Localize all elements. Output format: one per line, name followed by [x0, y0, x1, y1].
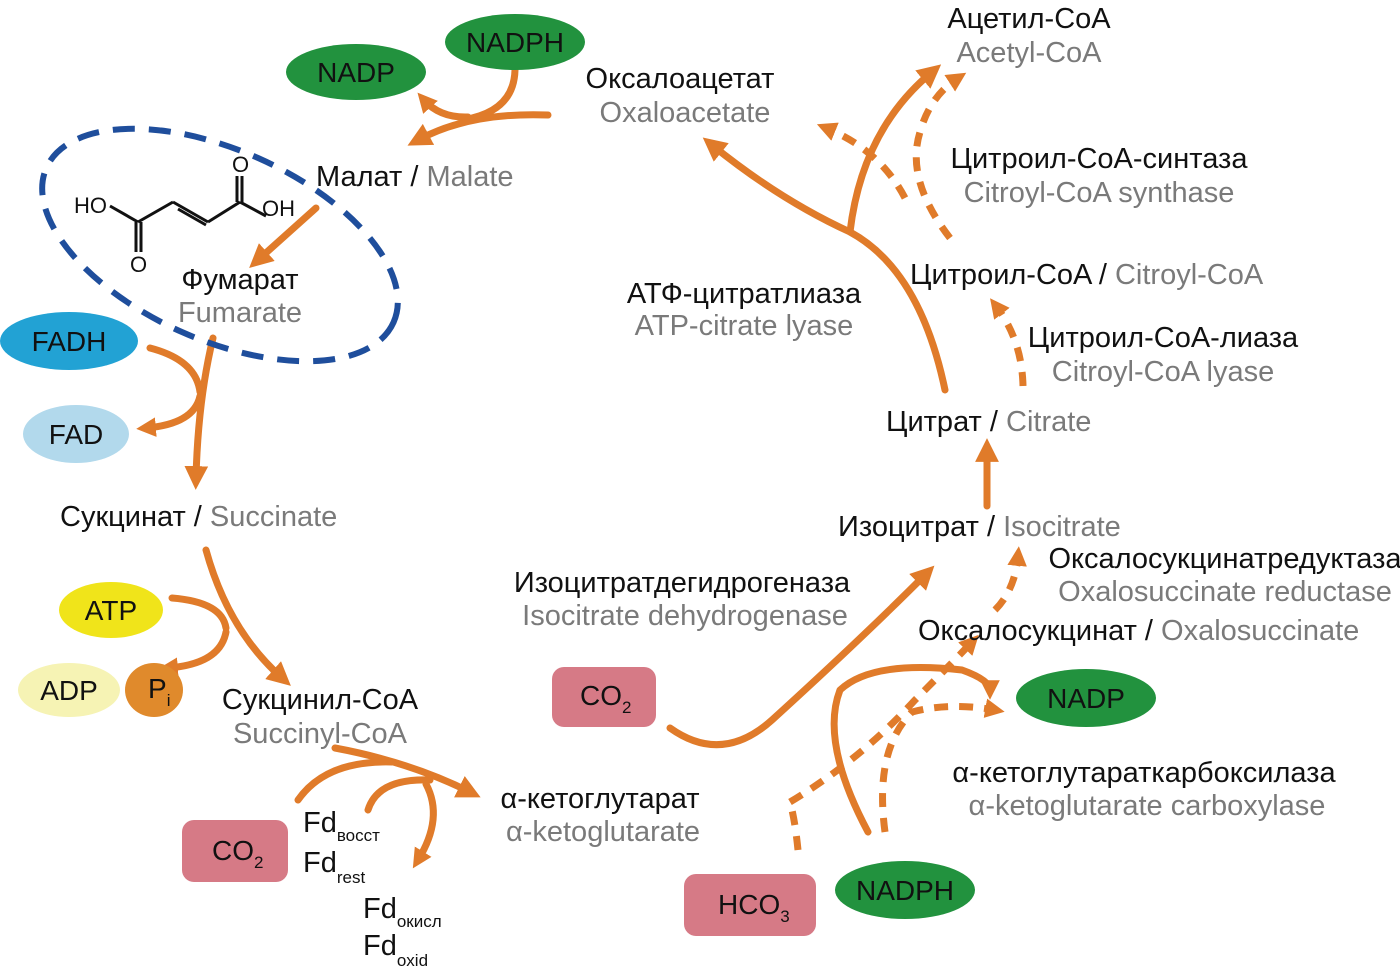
arrow-adp-out: [158, 628, 230, 678]
dashed-arrow-nadph-in-carboxylase: [879, 698, 1005, 833]
svg-text:HCO3: HCO3: [718, 889, 790, 926]
svg-text:ADP: ADP: [40, 675, 98, 706]
svg-text:Ацетил-CoA: Ацетил-CoA: [947, 3, 1111, 35]
fumarate-o-top-label: O: [232, 152, 249, 177]
svg-text:Oxaloacetate: Oxaloacetate: [600, 97, 771, 129]
hco3-badge: HCO3: [684, 874, 816, 936]
fumarate-o-bottom-label: O: [130, 252, 147, 277]
svg-text:α-ketoglutarate carboxylase: α-ketoglutarate carboxylase: [969, 790, 1326, 822]
svg-text:Citroyl-CoA synthase: Citroyl-CoA synthase: [964, 177, 1235, 209]
svg-text:CO2: CO2: [212, 835, 263, 872]
arrow-atp-in: [168, 594, 230, 632]
fad-badge: FAD: [23, 405, 129, 463]
fd-reduced-en-label: Fdrest: [303, 847, 365, 887]
arrow-fad-out: [136, 392, 204, 437]
dashed-arrow-citrate-to-citroyl-coa: [990, 298, 1027, 387]
isocitrate-label: Изоцитрат / Isocitrate: [838, 511, 1121, 543]
svg-text:АТФ-цитратлиаза: АТФ-цитратлиаза: [627, 278, 862, 310]
nadp-right-badge: NADP: [1016, 669, 1156, 727]
citroyl-coa-label: Цитроил-CoA / Citroyl-CoA: [910, 259, 1264, 291]
fumarate-ho-label: HO: [74, 193, 107, 218]
arrow-succinyl-coa-to-akg: [331, 744, 481, 798]
dashed-arrow-hco3-in: [786, 801, 802, 851]
fumarate-label: Фумарат Fumarate: [178, 264, 302, 329]
acetyl-coa-label: Ацетил-CoA Acetyl-CoA: [947, 3, 1111, 69]
svg-text:Изоцитратдегидрогеназа: Изоцитратдегидрогеназа: [514, 567, 851, 599]
svg-text:ATP: ATP: [85, 595, 137, 626]
svg-text:NADP: NADP: [317, 57, 395, 88]
arrow-fadh-in: [146, 344, 204, 396]
nadph-top-badge: NADPH: [445, 14, 585, 70]
arrow-fumarate-to-succinate: [184, 334, 217, 490]
svg-text:ATP-citrate lyase: ATP-citrate lyase: [635, 310, 854, 342]
svg-text:Fumarate: Fumarate: [178, 297, 302, 329]
nadp-top-badge: NADP: [286, 44, 426, 100]
arrow-nadph-in-top: [468, 66, 519, 122]
arrow-fd-red-in: [364, 776, 434, 814]
fumarate-highlight-dashed-outline: [39, 125, 401, 365]
arrow-citrate-to-acetyl-coa: [846, 64, 942, 236]
svg-text:Pi: Pi: [148, 673, 170, 710]
fumarate-oh-label: OH: [262, 196, 295, 221]
svg-text:Oxalosuccinate reductase: Oxalosuccinate reductase: [1058, 576, 1392, 608]
svg-text:FADH: FADH: [32, 326, 107, 357]
fd-oxidized-en-label: Fdoxid: [363, 930, 428, 970]
svg-text:Citroyl-CoA lyase: Citroyl-CoA lyase: [1052, 356, 1274, 388]
dashed-arrow-akg-to-oxalosuccinate: [788, 634, 979, 806]
atp-citrate-lyase-label: АТФ-цитратлиаза ATP-citrate lyase: [627, 278, 862, 342]
svg-text:α-кетоглутараткарбоксилаза: α-кетоглутараткарбоксилаза: [952, 757, 1336, 789]
arrow-co2-in-left: [294, 758, 396, 804]
isocitrate-dehydrogenase-label: Изоцитратдегидрогеназа Isocitrate dehydr…: [514, 567, 851, 632]
svg-text:Фумарат: Фумарат: [181, 264, 298, 296]
svg-text:CO2: CO2: [580, 680, 631, 717]
svg-text:Isocitrate dehydrogenase: Isocitrate dehydrogenase: [522, 600, 848, 632]
arrow-nadph-in-bottom: [830, 664, 1000, 836]
pi-badge: Pi: [125, 663, 183, 717]
dashed-arrow-citroyl-coa-to-acetyl-coa: [912, 72, 967, 241]
svg-text:α-кетоглутарат: α-кетоглутарат: [500, 783, 699, 815]
oxalosuccinate-reductase-label: Оксалосукцинатредуктаза Oxalosuccinate r…: [1048, 543, 1400, 608]
svg-text:FAD: FAD: [49, 419, 103, 450]
svg-text:Сукцинил-CoA: Сукцинил-CoA: [222, 684, 419, 716]
citrate-label: Цитрат / Citrate: [886, 406, 1091, 438]
svg-text:NADPH: NADPH: [856, 875, 954, 906]
fd-oxidized-ru-label: Fdокисл: [363, 893, 442, 931]
malate-label: Малат / Malate: [316, 161, 514, 193]
arrow-akg-to-isocitrate: [666, 565, 935, 749]
nadph-bottom-badge: NADPH: [835, 861, 975, 919]
svg-text:Цитроил-CoA-лиаза: Цитроил-CoA-лиаза: [1028, 322, 1299, 354]
co2-right-badge: CO2: [552, 667, 656, 727]
co2-left-badge: CO2: [182, 820, 288, 882]
dashed-arrow-oxalosuccinate-to-isocitrate: [992, 546, 1027, 613]
akg-carboxylase-label: α-кетоглутараткарбоксилаза α-ketoglutara…: [952, 757, 1336, 822]
svg-text:NADPH: NADPH: [466, 27, 564, 58]
svg-text:NADP: NADP: [1047, 683, 1125, 714]
svg-text:Оксалосукцинатредуктаза: Оксалосукцинатредуктаза: [1048, 543, 1400, 575]
arrow-oxaloacetate-to-malate: [407, 111, 552, 146]
alpha-ketoglutarate-label: α-кетоглутарат α-ketoglutarate: [500, 783, 700, 848]
citroyl-coa-lyase-label: Цитроил-CoA-лиаза Citroyl-CoA lyase: [1028, 322, 1299, 388]
svg-text:α-ketoglutarate: α-ketoglutarate: [506, 816, 700, 848]
succinyl-coa-label: Сукцинил-CoA Succinyl-CoA: [222, 684, 419, 750]
svg-text:Acetyl-CoA: Acetyl-CoA: [956, 37, 1102, 69]
arrow-nadp-out-top: [417, 92, 472, 121]
arrow-fd-ox-out: [412, 780, 437, 869]
svg-text:Succinyl-CoA: Succinyl-CoA: [233, 718, 408, 750]
svg-text:Оксалоацетат: Оксалоацетат: [586, 63, 775, 95]
adp-badge: ADP: [18, 663, 120, 717]
fumarate-structure: HO OH O O: [74, 152, 295, 277]
atp-badge: ATP: [59, 582, 163, 638]
dashed-arrow-citroyl-coa-synthase-branch: [816, 122, 909, 200]
oxaloacetate-label: Оксалоацетат Oxaloacetate: [586, 63, 775, 129]
svg-text:Цитроил-CoA-синтаза: Цитроил-CoA-синтаза: [951, 143, 1249, 175]
arrow-succinate-to-succinyl-coa: [202, 546, 291, 686]
fadh-badge: FADH: [0, 312, 138, 370]
fd-reduced-ru-label: Fdвосст: [303, 807, 380, 845]
oxalosuccinate-label: Оксалосукцинат / Oxalosuccinate: [918, 615, 1359, 647]
arrow-malate-to-fumarate: [249, 204, 320, 268]
succinate-label: Сукцинат / Succinate: [60, 501, 337, 533]
citroyl-coa-synthase-label: Цитроил-CoA-синтаза Citroyl-CoA synthase: [951, 143, 1249, 209]
